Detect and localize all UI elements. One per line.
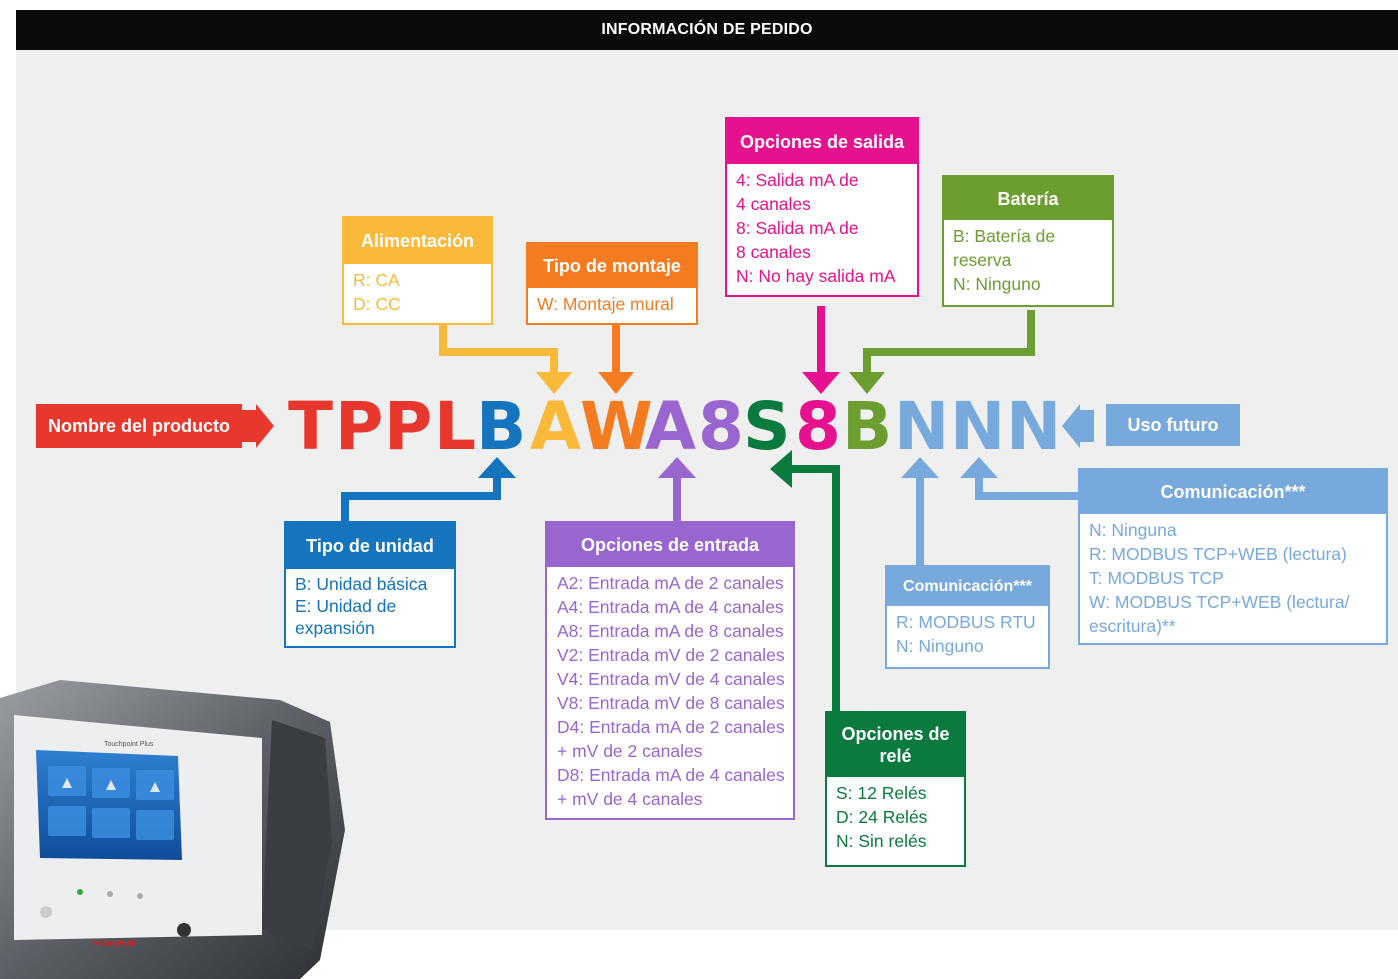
device-brand: Honeywell — [92, 938, 137, 948]
code-char-l: L — [434, 388, 477, 465]
rele-title-line2: relé — [879, 746, 912, 766]
code-char-n-future: N — [1006, 388, 1062, 465]
future-arrow — [1062, 404, 1094, 448]
comunicacion-rtu-title: Comunicación*** — [887, 567, 1048, 606]
salida-line: 4 canales — [736, 194, 811, 214]
comunicacion-tcp-line: T: MODBUS TCP — [1089, 568, 1224, 588]
entrada-line: V4: Entrada mV de 4 canales — [557, 669, 785, 689]
unidad-line: expansión — [295, 618, 375, 638]
salida-title: Opciones de salida — [727, 119, 917, 164]
comunicacion-rtu-line: N: Ninguno — [896, 636, 984, 656]
comunicacion-tcp-line: escritura)** — [1089, 616, 1176, 636]
code-char-b-unit: B — [476, 388, 527, 465]
entrada-line: A2: Entrada mA de 2 canales — [557, 573, 784, 593]
montaje-line: W: Montaje mural — [537, 294, 674, 314]
future-use-label: Uso futuro — [1106, 404, 1240, 446]
alimentacion-connector — [439, 324, 558, 374]
page-title: INFORMACIÓN DE PEDIDO — [16, 10, 1398, 50]
entrada-line: A4: Entrada mA de 4 canales — [557, 597, 784, 617]
alimentacion-line: R: CA — [353, 270, 400, 290]
unidad-arrowhead — [478, 457, 516, 478]
unidad-title: Tipo de unidad — [286, 523, 454, 569]
salida-line: 8 canales — [736, 242, 811, 262]
entrada-line: V8: Entrada mV de 8 canales — [557, 693, 785, 713]
code-char-s-relay: S — [743, 388, 791, 465]
unidad-line: E: Unidad de — [295, 596, 397, 616]
code-char-p2: P — [384, 388, 433, 465]
bateria-arrowhead — [849, 372, 885, 394]
salida-line: N: No hay salida mA — [736, 266, 896, 286]
touchpoint-device-image: Touchpoint Plus Honeywell — [0, 680, 345, 979]
entrada-line: A8: Entrada mA de 8 canales — [557, 621, 784, 641]
rele-arrowhead — [770, 450, 792, 488]
code-char-a-power: A — [530, 388, 582, 465]
product-arrow — [240, 404, 274, 448]
entrada-line: V2: Entrada mV de 2 canales — [557, 645, 785, 665]
salida-line: 4: Salida mA de — [736, 170, 859, 190]
code-char-a-input: A — [645, 388, 697, 465]
com2-arrowhead — [960, 457, 998, 478]
bateria-title: Batería — [944, 177, 1112, 220]
entrada-line: + mV de 2 canales — [557, 741, 703, 761]
rele-title-line1: Opciones de — [841, 724, 950, 744]
entrada-line: + mV de 4 canales — [557, 789, 703, 809]
alimentacion-box: Alimentación R: CA D: CC — [342, 216, 493, 325]
bateria-box: Batería B: Batería de reserva N: Ninguno — [942, 175, 1114, 307]
unidad-box: Tipo de unidad B: Unidad básica E: Unida… — [284, 521, 456, 648]
rele-line: S: 12 Relés — [836, 783, 927, 803]
montaje-title: Tipo de montaje — [528, 244, 696, 288]
entrada-arrowhead — [658, 457, 696, 478]
comunicacion-tcp-title: Comunicación*** — [1080, 470, 1386, 514]
bateria-line: N: Ninguno — [953, 274, 1041, 294]
comunicacion-tcp-line: N: Ninguna — [1089, 520, 1177, 540]
entrada-line: D8: Entrada mA de 4 canales — [557, 765, 785, 785]
code-char-t: T — [288, 388, 334, 465]
bateria-line: B: Batería de — [953, 226, 1056, 246]
product-name-label: Nombre del producto — [36, 404, 242, 448]
bateria-line: reserva — [953, 250, 1012, 270]
rele-line: D: 24 Relés — [836, 807, 928, 827]
comunicacion-rtu-line: R: MODBUS RTU — [896, 612, 1036, 632]
code-char-n-com2: N — [950, 388, 1006, 465]
code-char-b-battery: B — [842, 388, 893, 465]
code-char-n-com1: N — [894, 388, 950, 465]
montaje-arrowhead — [598, 372, 634, 394]
salida-arrowhead — [802, 372, 840, 394]
rele-box: Opciones de relé S: 12 Relés D: 24 Relés… — [825, 711, 966, 867]
entrada-line: D4: Entrada mA de 2 canales — [557, 717, 785, 737]
rele-connector — [790, 465, 840, 712]
code-char-8-input: 8 — [698, 388, 744, 465]
alimentacion-arrowhead — [536, 372, 572, 394]
com1-arrowhead — [901, 457, 939, 478]
comunicacion-tcp-line: R: MODBUS TCP+WEB (lectura) — [1089, 544, 1347, 564]
entrada-title: Opciones de entrada — [547, 523, 793, 567]
salida-line: 8: Salida mA de — [736, 218, 859, 238]
rele-title: Opciones de relé — [827, 713, 964, 777]
com2-connector — [975, 476, 1080, 500]
salida-box: Opciones de salida 4: Salida mA de 4 can… — [725, 117, 919, 297]
code-char-w-mount: W — [580, 388, 653, 465]
alimentacion-line: D: CC — [353, 294, 401, 314]
code-char-8-output: 8 — [795, 388, 841, 465]
unidad-line: B: Unidad básica — [295, 574, 428, 594]
rele-line: N: Sin relés — [836, 831, 927, 851]
montaje-box: Tipo de montaje W: Montaje mural — [526, 242, 698, 325]
device-screen-title: Touchpoint Plus — [104, 741, 154, 748]
unidad-connector — [341, 476, 501, 522]
entrada-box: Opciones de entrada A2: Entrada mA de 2 … — [545, 521, 795, 820]
comunicacion-rtu-box: Comunicación*** R: MODBUS RTU N: Ninguno — [885, 565, 1050, 669]
comunicacion-tcp-box: Comunicación*** N: Ninguna R: MODBUS TCP… — [1078, 468, 1388, 645]
code-char-p1: P — [335, 388, 384, 465]
alimentacion-title: Alimentación — [344, 218, 491, 264]
bateria-connector — [863, 310, 1035, 374]
comunicacion-tcp-line: W: MODBUS TCP+WEB (lectura/ — [1089, 592, 1350, 612]
